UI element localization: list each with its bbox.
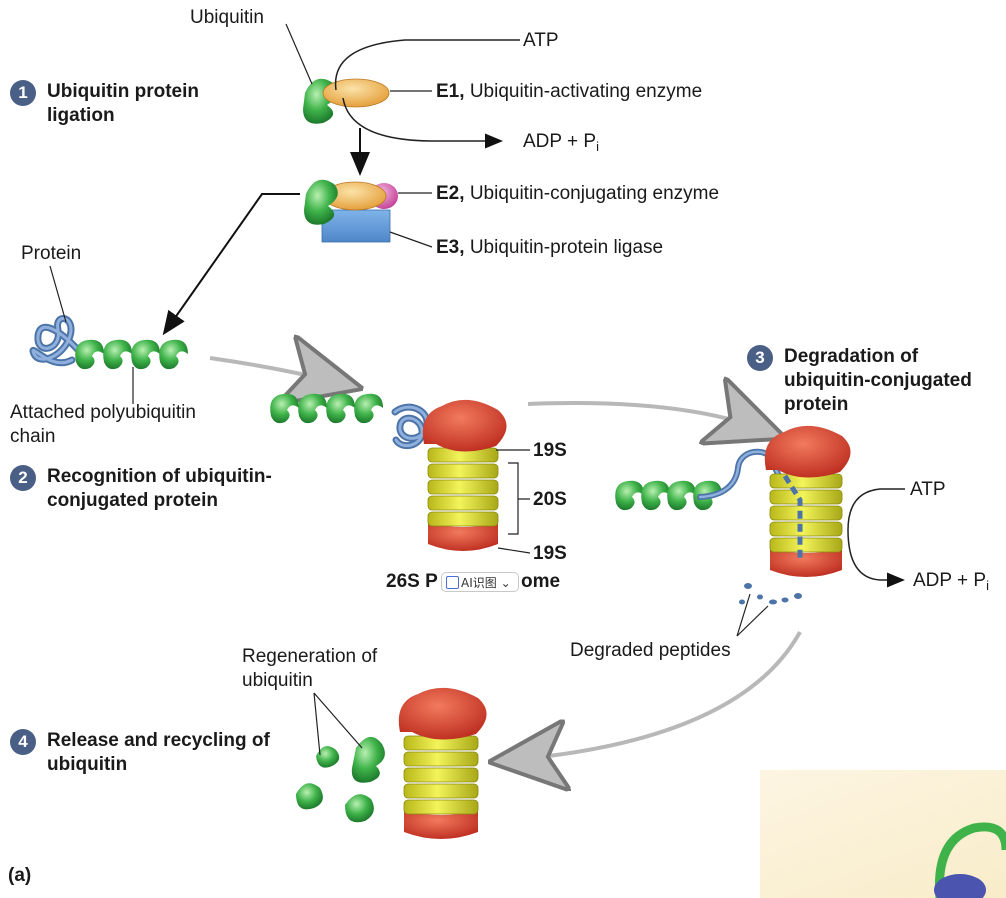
polyubiquitin-label-line1: Attached polyubiquitin: [10, 402, 196, 423]
protein-leader-line: [49, 265, 67, 323]
regeneration-label-line1: Regeneration of: [242, 646, 378, 667]
s20-bracket: [508, 462, 530, 535]
adp-top-sub: i: [596, 139, 599, 154]
gray-arrow-to-degradation: [527, 403, 764, 430]
e1-key: E1,: [436, 81, 465, 102]
ubiquitin-unit: [326, 393, 355, 424]
atp-top-label: ATP: [523, 30, 559, 51]
e2-label: E2, Ubiquitin-conjugating enzyme: [436, 182, 719, 206]
step-1: 1 Ubiquitin protein ligation: [10, 80, 310, 130]
adp-out-curve: [342, 97, 503, 149]
free-ubiquitin: [296, 736, 385, 823]
step-4: 4 Release and recycling of ubiquitin: [10, 729, 310, 779]
step-2-badge: 2: [10, 465, 36, 491]
s19-top-label: 19S: [533, 440, 567, 461]
step-2-text: Recognition of ubiquitin-conjugated prot…: [47, 466, 272, 511]
adjacent-figure-panel: [760, 770, 1006, 898]
ubiquitin-unit: [641, 480, 670, 511]
ubiquitin-unit: [159, 339, 188, 370]
polyubiquitin-label-line2: chain: [10, 426, 56, 447]
step-3-text: Degradation of ubiquitin-conjugated prot…: [784, 346, 972, 415]
step-3: 3 Degradation of ubiquitin-conjugated pr…: [747, 345, 1006, 419]
e2-e3-complex: [304, 179, 398, 243]
step-2: 2 Recognition of ubiquitin-conjugated pr…: [10, 465, 310, 539]
transfer-arrow: [162, 193, 300, 336]
e3-key: E3,: [436, 237, 465, 258]
regeneration-label-line2: ubiquitin: [242, 670, 313, 691]
degraded-peptides-label: Degraded peptides: [570, 640, 731, 661]
adp-top-text: ADP + P: [523, 131, 597, 152]
step-4-badge: 4: [10, 729, 36, 755]
protein-label: Protein: [21, 243, 82, 264]
ubiquitin-unit: [270, 393, 299, 424]
gray-arrow-to-recycling: [512, 631, 802, 760]
chevron-down-icon: ⌄: [500, 576, 511, 590]
ubiquitin-unit: [103, 339, 132, 370]
adp-right-sub: i: [986, 578, 989, 593]
degraded-peptides-fragments: [739, 583, 802, 605]
ubiquitin-label: Ubiquitin: [190, 7, 264, 28]
ubiquitin-unit: [298, 393, 327, 424]
step-1-text: Ubiquitin protein ligation: [47, 81, 199, 126]
free-proteasome: [398, 687, 487, 839]
e3-desc: Ubiquitin-protein ligase: [469, 237, 664, 258]
ai-recognize-label: AI识图: [461, 576, 497, 590]
ubiquitin-unit: [131, 339, 160, 370]
scan-icon: [446, 576, 459, 589]
atp-in-curve: [334, 39, 520, 91]
peptide-leader-lines: [736, 593, 769, 637]
s20-label: 20S: [533, 489, 567, 510]
s19-bottom-leader: [497, 547, 531, 554]
ubiquitin-e1-complex: [303, 78, 390, 124]
proteasome-recognition: [270, 393, 507, 551]
atp-right-curve: [847, 488, 905, 588]
step-1-badge: 1: [10, 80, 36, 106]
e3-label: E3, Ubiquitin-protein ligase: [436, 236, 663, 260]
proteasome-degradation: [615, 425, 851, 605]
atp-right-label: ATP: [910, 479, 946, 500]
e1-label: E1, Ubiquitin-activating enzyme: [436, 80, 702, 104]
proteasome-label-left: 26S P: [386, 571, 438, 592]
figure-label: (a): [8, 865, 32, 886]
e3-leader-line: [389, 231, 433, 248]
adp-right-label: ADP + Pi: [913, 569, 989, 598]
ai-recognize-button[interactable]: AI识图 ⌄: [441, 572, 519, 592]
gray-arrow-to-proteasome: [209, 358, 340, 383]
ubiquitin-unit: [75, 339, 104, 370]
e2-desc: Ubiquitin-conjugating enzyme: [469, 183, 720, 204]
ubiquitin-unit: [615, 480, 644, 511]
step-4-text: Release and recycling of ubiquitin: [47, 730, 270, 775]
adp-top-label: ADP + Pi: [523, 130, 599, 159]
step-3-badge: 3: [747, 345, 773, 371]
ubiquitin-unit: [667, 480, 696, 511]
protein-polyubiquitin: [29, 315, 188, 370]
s19-bottom-label: 19S: [533, 543, 567, 564]
regeneration-leader-lines: [313, 692, 363, 756]
adp-right-text: ADP + P: [913, 570, 987, 591]
proteasome-label-right: ome: [521, 571, 561, 592]
ubiquitin-unit: [354, 393, 383, 424]
e1-desc: Ubiquitin-activating enzyme: [469, 81, 703, 102]
ubiquitin-leader-line: [285, 23, 313, 85]
e2-key: E2,: [436, 183, 465, 204]
